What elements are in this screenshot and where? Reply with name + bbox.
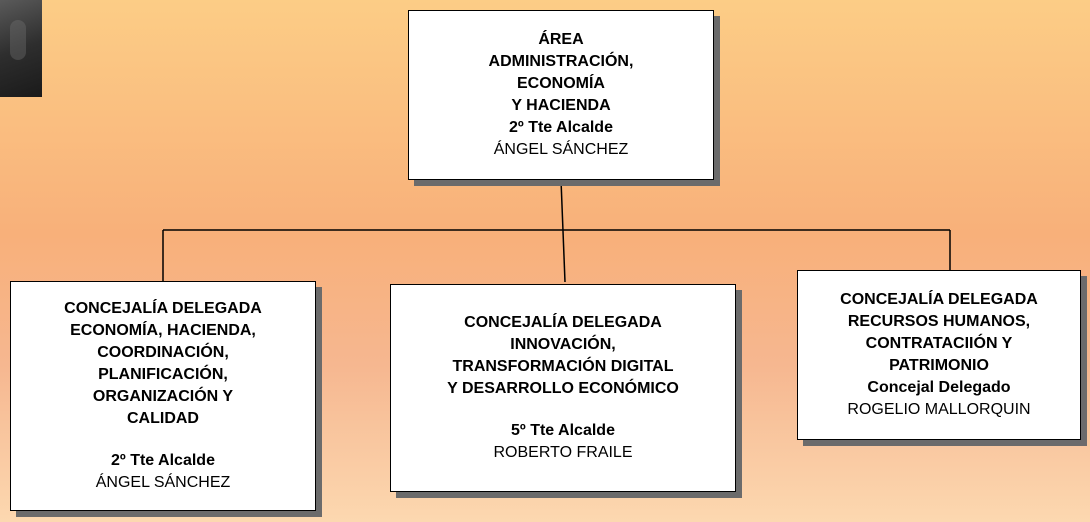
concejalia-innovacion-title: CONCEJALÍA DELEGADA INNOVACIÓN, TRANSFOR… [447,314,679,397]
corner-photo [0,0,42,97]
area-box: ÁREA ADMINISTRACIÓN, ECONOMÍA Y HACIENDA… [408,10,714,180]
concejalia-economia-title: CONCEJALÍA DELEGADA ECONOMÍA, HACIENDA, … [64,300,262,427]
concejalia-innovacion-role: 5º Tte Alcalde [511,422,615,439]
concejalia-rrhh-person: ROGELIO MALLORQUIN [847,401,1031,418]
concejalia-economia-role: 2º Tte Alcalde [111,452,215,469]
concejalia-rrhh-role: Concejal Delegado [867,379,1011,396]
connector-top-down [560,179,566,283]
concejalia-economia-person: ÁNGEL SÁNCHEZ [95,474,231,491]
concejalia-rrhh-box: CONCEJALÍA DELEGADA RECURSOS HUMANOS, CO… [797,270,1081,440]
concejalia-rrhh-title: CONCEJALÍA DELEGADA RECURSOS HUMANOS, CO… [840,291,1038,374]
area-person: ÁNGEL SÁNCHEZ [493,141,629,158]
concejalia-innovacion-box: CONCEJALÍA DELEGADA INNOVACIÓN, TRANSFOR… [390,284,736,492]
concejalia-innovacion-person: ROBERTO FRAILE [493,444,633,461]
area-role: 2º Tte Alcalde [509,119,613,136]
concejalia-economia-box: CONCEJALÍA DELEGADA ECONOMÍA, HACIENDA, … [10,281,316,511]
area-title: ÁREA ADMINISTRACIÓN, ECONOMÍA Y HACIENDA [488,31,634,114]
